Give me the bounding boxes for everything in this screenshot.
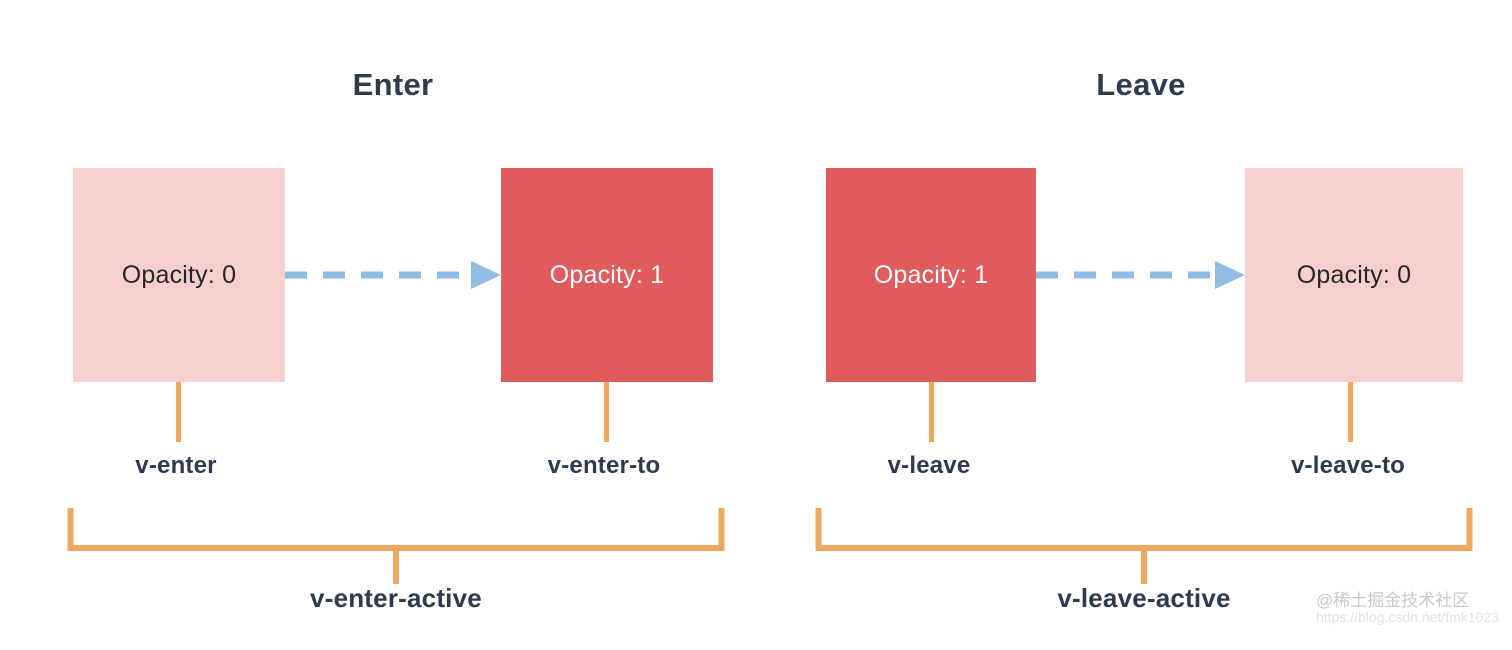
connector-stem-v-leave [929,382,934,442]
state-box-v-leave: Opacity: 1 [826,168,1036,382]
class-label-v-enter: v-enter [135,452,217,479]
active-phase-bracket-leave [814,507,1474,586]
watermark-url: https://blog.csdn.net/fmk1023 [1316,608,1499,625]
connector-stem-v-leave-to [1348,382,1353,442]
state-box-label: Opacity: 1 [549,260,665,289]
state-box-label: Opacity: 0 [121,260,237,289]
class-label-v-enter-active: v-enter-active [310,583,482,613]
state-box-label: Opacity: 1 [873,260,989,289]
connector-stem-v-enter [176,382,181,442]
class-label-v-leave-active: v-leave-active [1057,583,1231,613]
group-title-enter: Enter [352,67,434,102]
watermark-name: @稀土掘金技术社区 [1316,591,1470,610]
class-label-v-leave-to: v-leave-to [1290,452,1406,479]
transition-arrow-leave [1036,258,1245,292]
group-title-leave: Leave [1096,67,1186,102]
watermark: @稀土掘金技术社区 https://blog.csdn.net/fmk1023 [1316,592,1506,625]
class-label-v-leave: v-leave [887,452,971,479]
active-phase-bracket-enter [66,507,726,586]
state-box-v-enter-to: Opacity: 1 [501,168,713,382]
transition-arrow-enter [285,258,501,292]
connector-stem-v-enter-to [604,382,609,442]
state-box-label: Opacity: 0 [1296,260,1412,289]
class-label-v-enter-to: v-enter-to [547,452,661,479]
state-box-v-leave-to: Opacity: 0 [1245,168,1463,382]
state-box-v-enter: Opacity: 0 [73,168,285,382]
